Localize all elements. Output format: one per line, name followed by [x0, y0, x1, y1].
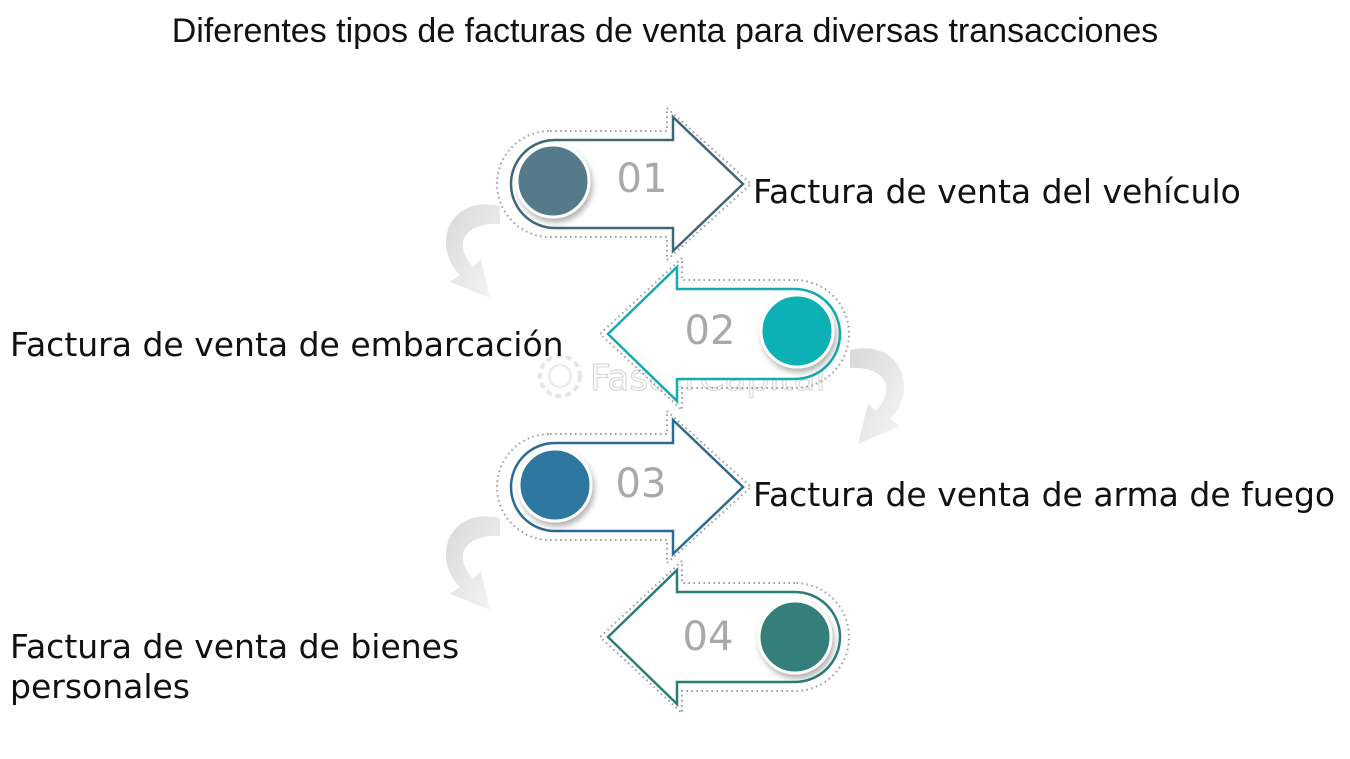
step-4-circle — [757, 599, 833, 675]
step-4-arrow: 04 — [598, 558, 850, 716]
step-3-label: Factura de venta de arma de fuego — [753, 475, 1336, 514]
step-3-circle — [517, 447, 593, 523]
arrow-dotted-outline — [598, 255, 850, 413]
step-1-number: 01 — [617, 156, 668, 202]
arrow-dotted-outline — [598, 558, 850, 716]
step-1-circle — [515, 143, 591, 219]
step-2-number: 02 — [685, 308, 736, 354]
step-1-label: Factura de venta del vehículo — [753, 172, 1241, 211]
step-2-arrow: 02 — [598, 255, 850, 413]
page-title: Diferentes tipos de facturas de venta pa… — [171, 12, 1159, 50]
step-1-arrow: 01 — [496, 105, 753, 263]
curve-arrow-2-3 — [850, 348, 905, 444]
step-2-label: Factura de venta de embarcación — [10, 325, 564, 364]
step-3-arrow: 03 — [496, 408, 753, 566]
curve-arrow-3-4 — [445, 516, 500, 610]
step-4-label: Factura de venta de bienes personales — [10, 627, 460, 706]
curve-arrow-1-2 — [445, 204, 500, 298]
step-3-number: 03 — [616, 461, 667, 507]
watermark-gear-icon — [538, 354, 582, 398]
step-4-number: 04 — [683, 614, 734, 660]
step-2-circle — [759, 293, 835, 369]
